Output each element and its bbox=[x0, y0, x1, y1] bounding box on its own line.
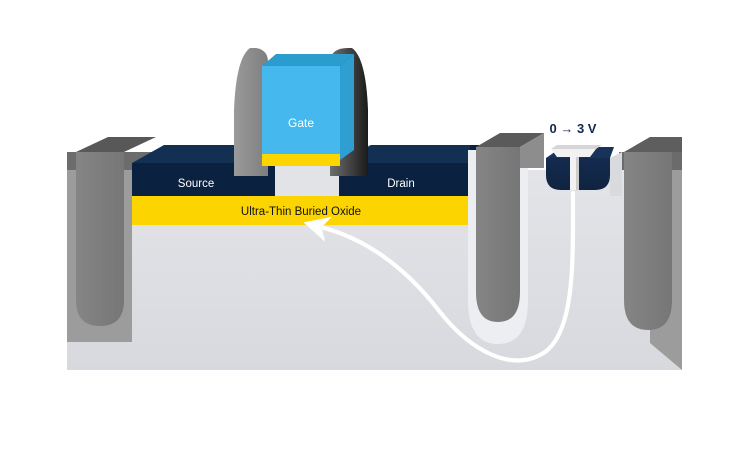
sti-trench-left bbox=[76, 152, 124, 326]
back-bias-arrow bbox=[303, 190, 576, 363]
gate-oxide bbox=[262, 154, 340, 166]
contact-via-stem-shade bbox=[576, 157, 579, 190]
drain-top-face bbox=[339, 145, 502, 163]
buried-oxide-label: Ultra-Thin Buried Oxide bbox=[241, 206, 361, 218]
contact-via-stem[interactable] bbox=[570, 157, 576, 190]
drain-label: Drain bbox=[387, 178, 414, 190]
sti-trench-middle-fill bbox=[476, 147, 520, 322]
sti-trench-middle bbox=[468, 133, 544, 344]
back-bias-arrow-path bbox=[303, 190, 576, 363]
sti-trench-middle-top-face bbox=[476, 133, 544, 147]
gate-front-face bbox=[262, 66, 340, 166]
bias-voltage-label: 0 → 3 V bbox=[550, 121, 597, 136]
gate-label: Gate bbox=[288, 116, 314, 130]
sti-trench-right-fill bbox=[624, 152, 672, 330]
contact-pad[interactable] bbox=[551, 149, 596, 157]
buried-oxide-front-face bbox=[132, 196, 470, 225]
sti-trench-left-top-face bbox=[76, 137, 156, 152]
back-bias-contact[interactable] bbox=[551, 145, 602, 190]
back-bias-well-right-liner bbox=[610, 152, 622, 196]
gate-right-side-face bbox=[340, 54, 354, 160]
gate-stack: Gate bbox=[234, 48, 368, 176]
channel-region bbox=[275, 163, 339, 196]
contact-pad-top-face bbox=[551, 145, 602, 149]
source-label: Source bbox=[178, 178, 214, 190]
gate-top-face bbox=[262, 54, 354, 66]
sti-trench-middle-side-face bbox=[520, 133, 544, 168]
sti-trench-right-top-face bbox=[624, 137, 682, 152]
gate-spacer-left bbox=[234, 48, 268, 176]
sti-trench-right bbox=[624, 137, 682, 330]
